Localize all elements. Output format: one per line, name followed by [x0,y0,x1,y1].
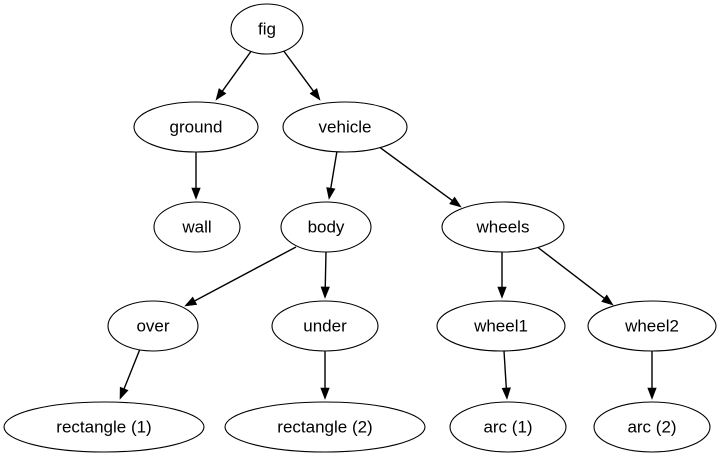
node-rectangle1[interactable]: rectangle (1) [3,401,205,453]
node-shape-vehicle[interactable] [282,101,408,153]
edge-over-to-rectangle1 [119,348,141,400]
edge-vehicle-to-body [326,150,338,200]
node-shape-over[interactable] [107,300,199,352]
edges-layer [119,49,657,400]
node-shape-under[interactable] [271,300,379,352]
edge-line [324,251,327,288]
node-fig[interactable]: fig [230,3,304,55]
arrowhead-icon [184,296,198,307]
edge-under-to-rectangle2 [320,351,330,400]
edge-line [377,145,453,202]
edge-body-to-under [320,251,330,299]
node-under[interactable]: under [271,300,379,352]
node-shape-fig[interactable] [230,3,304,55]
node-arc1[interactable]: arc (1) [449,401,567,453]
node-vehicle[interactable]: vehicle [282,101,408,153]
node-ground[interactable]: ground [133,101,259,153]
arrowhead-icon [309,88,321,101]
edge-line [330,150,338,189]
arrowhead-icon [497,286,507,299]
node-shape-wheel2[interactable] [587,300,717,352]
edge-wheels-to-wheel1 [497,252,507,299]
edge-wheel2-to-arc2 [647,351,657,400]
arrowhead-icon [119,386,129,400]
node-shape-rectangle2[interactable] [224,401,426,453]
node-wall[interactable]: wall [153,201,241,253]
edge-fig-to-vehicle [282,49,321,101]
edge-line [535,245,605,299]
node-shape-body[interactable] [280,201,372,253]
node-shape-wheel1[interactable] [436,300,566,352]
node-shape-wall[interactable] [153,201,241,253]
edge-line [282,49,315,92]
edge-wheels-to-wheel2 [535,245,614,306]
node-rectangle2[interactable]: rectangle (2) [224,401,426,453]
node-shape-arc2[interactable] [593,401,711,453]
node-arc2[interactable]: arc (2) [593,401,711,453]
nodes-layer: fig ground vehicle wall body wheels over under w… [3,3,717,453]
edge-fig-to-ground [215,49,253,101]
node-wheel2[interactable]: wheel2 [587,300,717,352]
arrowhead-icon [449,196,462,208]
arrowhead-icon [501,387,511,400]
arrowhead-icon [647,387,657,400]
edge-line [194,246,297,302]
arrowhead-icon [191,187,201,200]
node-shape-arc1[interactable] [449,401,567,453]
edge-line [503,350,508,389]
node-wheel1[interactable]: wheel1 [436,300,566,352]
edge-body-to-over [184,246,297,307]
node-shape-ground[interactable] [133,101,259,153]
arrowhead-icon [320,387,330,400]
node-shape-wheels[interactable] [441,201,565,253]
node-wheels[interactable]: wheels [441,201,565,253]
edge-line [123,348,141,390]
arrowhead-icon [215,88,227,101]
arrowhead-icon [320,286,330,299]
edge-line [221,49,253,92]
edge-wheel1-to-arc1 [501,350,511,400]
node-over[interactable]: over [107,300,199,352]
edge-vehicle-to-wheels [377,145,462,208]
edge-ground-to-wall [191,152,201,200]
node-shape-rectangle1[interactable] [3,401,205,453]
arrowhead-icon [601,294,614,306]
arrowhead-icon [326,187,336,200]
node-body[interactable]: body [280,201,372,253]
